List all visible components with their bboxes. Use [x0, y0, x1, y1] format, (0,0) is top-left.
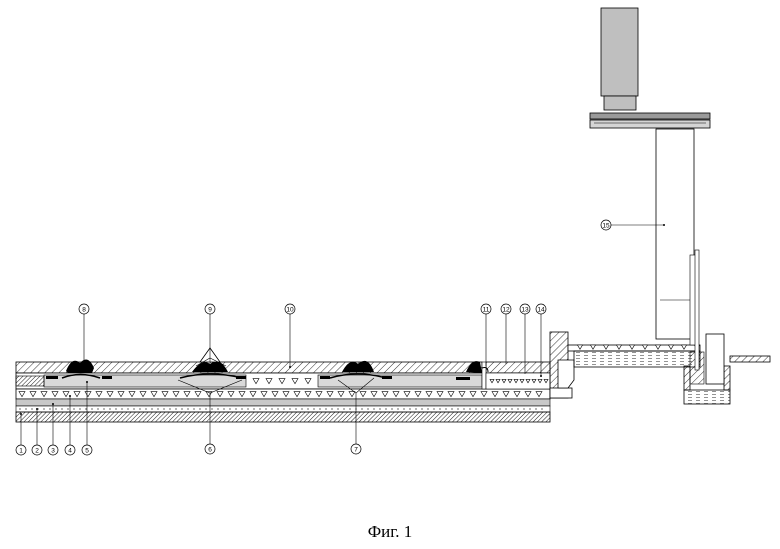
sump-cover [706, 334, 724, 384]
label-15: 15 [602, 222, 610, 229]
label-10: 10 [286, 306, 294, 313]
plate-bottom [590, 120, 710, 128]
label-9: 9 [208, 306, 212, 313]
label-2: 2 [35, 447, 39, 454]
figure-caption: Фиг. 1 [0, 522, 780, 542]
label-7: 7 [354, 446, 358, 453]
label-3: 3 [51, 447, 55, 454]
top-hatched-layer-right [486, 362, 550, 373]
bottom-hatched-layer [16, 412, 550, 422]
label-13: 13 [521, 306, 529, 313]
plate-top [590, 113, 710, 119]
right-wall [482, 362, 486, 389]
sump-wall-right [724, 366, 730, 390]
label-8: 8 [82, 306, 86, 313]
gray-layer [16, 399, 550, 406]
label-6: 6 [208, 446, 212, 453]
column [656, 129, 694, 339]
motor-body [601, 8, 638, 96]
sump-base [684, 390, 730, 404]
outlet-pipe [730, 356, 770, 362]
column-side-rail-2 [695, 250, 699, 370]
channel-step [550, 388, 572, 398]
label-11: 11 [483, 306, 490, 313]
aggregate-layer [16, 389, 550, 399]
channel-section [550, 332, 770, 404]
channel-bend [558, 360, 574, 388]
label-1: 1 [19, 447, 23, 454]
cavity-right [318, 375, 482, 387]
label-14: 14 [537, 306, 545, 313]
cavity-left [44, 375, 246, 387]
label-12: 12 [502, 306, 510, 313]
motor-flange [604, 96, 636, 110]
sump-wall-left [684, 366, 690, 390]
label-4: 4 [68, 447, 72, 454]
machine-15 [590, 8, 710, 370]
label-5: 5 [85, 447, 89, 454]
channel-fill [574, 351, 700, 367]
sand-left-edge [16, 376, 44, 386]
